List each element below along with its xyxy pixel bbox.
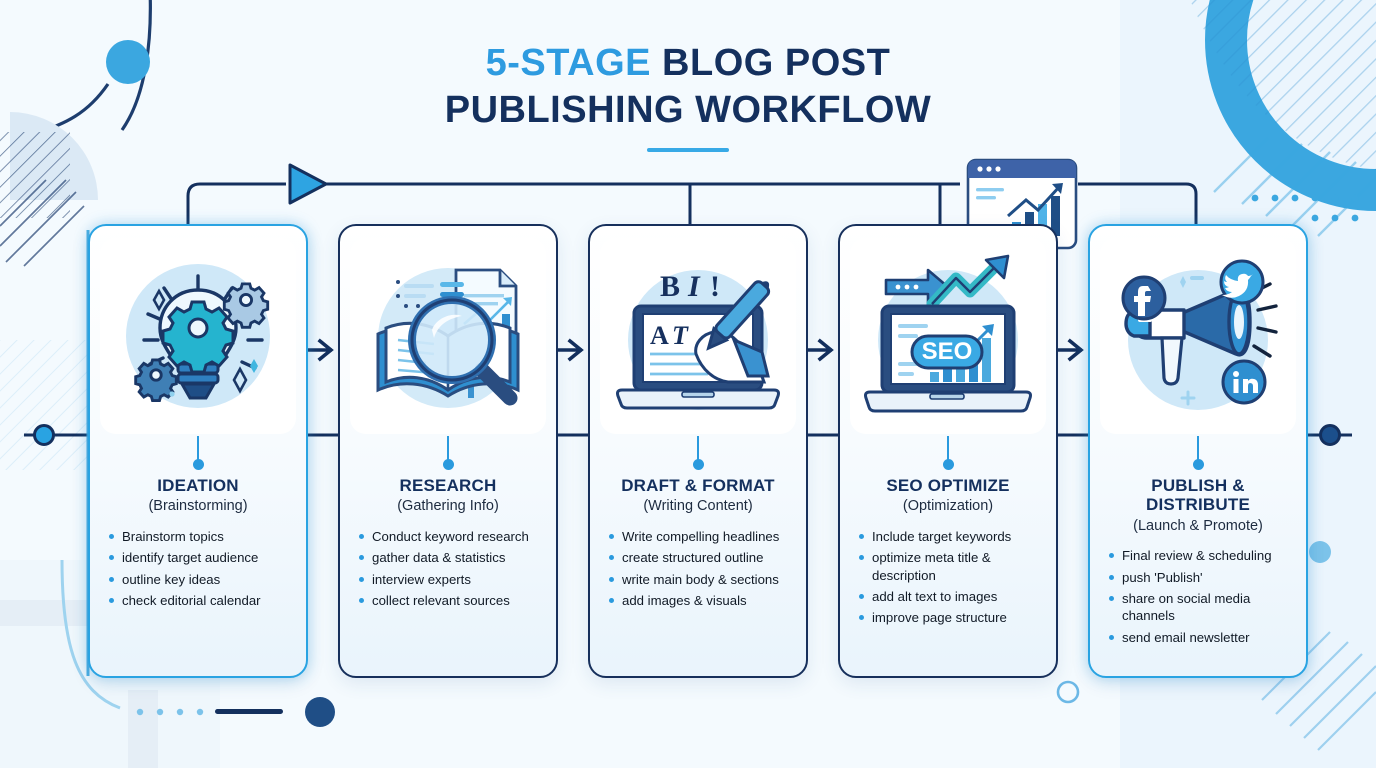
format-toolbar-letters: B I ! xyxy=(660,270,720,303)
stage-title: PUBLISH & DISTRIBUTE xyxy=(1146,476,1250,515)
list-item: push 'Publish' xyxy=(1108,569,1296,586)
svg-text:T: T xyxy=(672,321,689,350)
list-item: interview experts xyxy=(358,571,546,588)
list-item: create structured outline xyxy=(608,549,796,566)
list-item: Final review & scheduling xyxy=(1108,547,1296,564)
stage-card-publish-distribute[interactable]: PUBLISH & DISTRIBUTE (Launch & Promote) … xyxy=(1088,224,1308,678)
list-item: write main body & sections xyxy=(608,571,796,588)
card-stem-dot xyxy=(1192,459,1204,470)
stage-card-seo-optimize[interactable]: SEO SEO OPTIMIZE (Optimization) Include … xyxy=(838,224,1058,678)
magnifier-book-icon xyxy=(350,238,546,434)
card-stem-dot xyxy=(942,459,954,470)
list-item: collect relevant sources xyxy=(358,592,546,609)
seo-laptop-growth-icon: SEO xyxy=(850,238,1046,434)
list-item: send email newsletter xyxy=(1108,629,1296,646)
stage-title: DRAFT & FORMAT xyxy=(621,476,775,495)
stage-title: SEO OPTIMIZE xyxy=(886,476,1010,495)
stage-subtitle: (Optimization) xyxy=(902,498,994,515)
laptop-writing-hand-icon: B I ! A T xyxy=(600,238,796,434)
megaphone-social-icon xyxy=(1100,238,1296,434)
stage-subtitle: (Writing Content) xyxy=(643,498,753,515)
title-line-2: PUBLISHING WORKFLOW xyxy=(444,89,932,132)
title-rest: BLOG POST xyxy=(651,42,891,84)
list-item: add alt text to images xyxy=(858,588,1046,605)
linkedin-icon xyxy=(1221,359,1267,405)
svg-text:B: B xyxy=(660,270,680,303)
title-line-1: 5-STAGE BLOG POST xyxy=(0,40,1376,87)
list-item: Brainstorm topics xyxy=(108,528,296,545)
stage-title: RESEARCH xyxy=(399,476,497,495)
stage-card-ideation[interactable]: IDEATION (Brainstorming) Brainstorm topi… xyxy=(88,224,308,678)
list-item: Conduct keyword research xyxy=(358,528,546,545)
list-item: optimize meta title & description xyxy=(858,549,1046,584)
list-item: improve page structure xyxy=(858,609,1046,626)
twitter-icon xyxy=(1219,259,1265,305)
page-title: 5-STAGE BLOG POST PUBLISHING WORKFLOW xyxy=(0,40,1376,153)
lightbulb-gears-icon xyxy=(100,238,296,434)
list-item: check editorial calendar xyxy=(108,592,296,609)
seo-badge-label: SEO xyxy=(922,338,973,365)
list-item: add images & visuals xyxy=(608,592,796,609)
title-highlight: 5-STAGE xyxy=(485,42,651,84)
stage-task-list: Conduct keyword research gather data & s… xyxy=(350,528,546,614)
list-item: gather data & statistics xyxy=(358,549,546,566)
facebook-icon xyxy=(1121,275,1167,321)
stage-card-draft-format[interactable]: B I ! A T xyxy=(588,224,808,678)
list-item: share on social media channels xyxy=(1108,590,1296,625)
stage-task-list: Brainstorm topics identify target audien… xyxy=(100,528,296,614)
stage-card-research[interactable]: RESEARCH (Gathering Info) Conduct keywor… xyxy=(338,224,558,678)
list-item: outline key ideas xyxy=(108,571,296,588)
card-stem-dot xyxy=(192,459,204,470)
card-stem-dot xyxy=(442,459,454,470)
svg-text:A: A xyxy=(650,321,669,350)
card-stem-dot xyxy=(692,459,704,470)
svg-text:!: ! xyxy=(710,270,720,303)
stage-title: IDEATION xyxy=(157,476,239,495)
svg-text:I: I xyxy=(687,270,701,303)
list-item: Include target keywords xyxy=(858,528,1046,545)
stage-subtitle: (Launch & Promote) xyxy=(1133,517,1263,534)
title-underline xyxy=(647,148,729,153)
stage-subtitle: (Brainstorming) xyxy=(148,498,248,515)
stage-task-list: Include target keywords optimize meta ti… xyxy=(850,528,1046,631)
stage-task-list: Write compelling headlines create struct… xyxy=(600,528,796,614)
stage-task-list: Final review & scheduling push 'Publish'… xyxy=(1100,547,1296,650)
list-item: Write compelling headlines xyxy=(608,528,796,545)
stage-subtitle: (Gathering Info) xyxy=(397,498,499,515)
list-item: identify target audience xyxy=(108,549,296,566)
